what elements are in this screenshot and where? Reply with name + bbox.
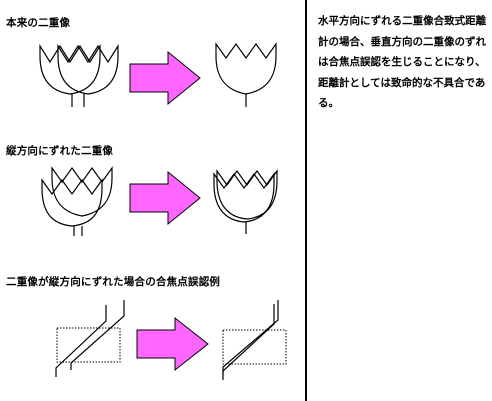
label-misfocus-example: 二重像が縦方向にずれた場合の合焦点誤認例 bbox=[6, 276, 221, 288]
explanation-text: 水平方向にずれる二重像合致式距離計の場合、垂直方向の二重像のずれは合焦点誤認を生… bbox=[318, 15, 487, 109]
single-tulip-focused bbox=[215, 42, 277, 107]
double-tulip-vertical bbox=[41, 166, 113, 236]
misfocus-before bbox=[55, 300, 125, 377]
misfocus-after bbox=[222, 300, 287, 380]
double-tulip-horizontal bbox=[39, 43, 119, 107]
label-vertical-shift: 縦方向にずれた二重像 bbox=[6, 145, 114, 157]
blurred-tulip-shifted bbox=[213, 169, 278, 234]
arrow-row1 bbox=[129, 50, 201, 106]
divider-line bbox=[305, 0, 307, 401]
label-original-double-image: 本来の二重像 bbox=[6, 17, 71, 29]
arrow-row2 bbox=[129, 170, 201, 226]
arrows bbox=[129, 50, 209, 372]
arrow-row3 bbox=[136, 316, 209, 372]
